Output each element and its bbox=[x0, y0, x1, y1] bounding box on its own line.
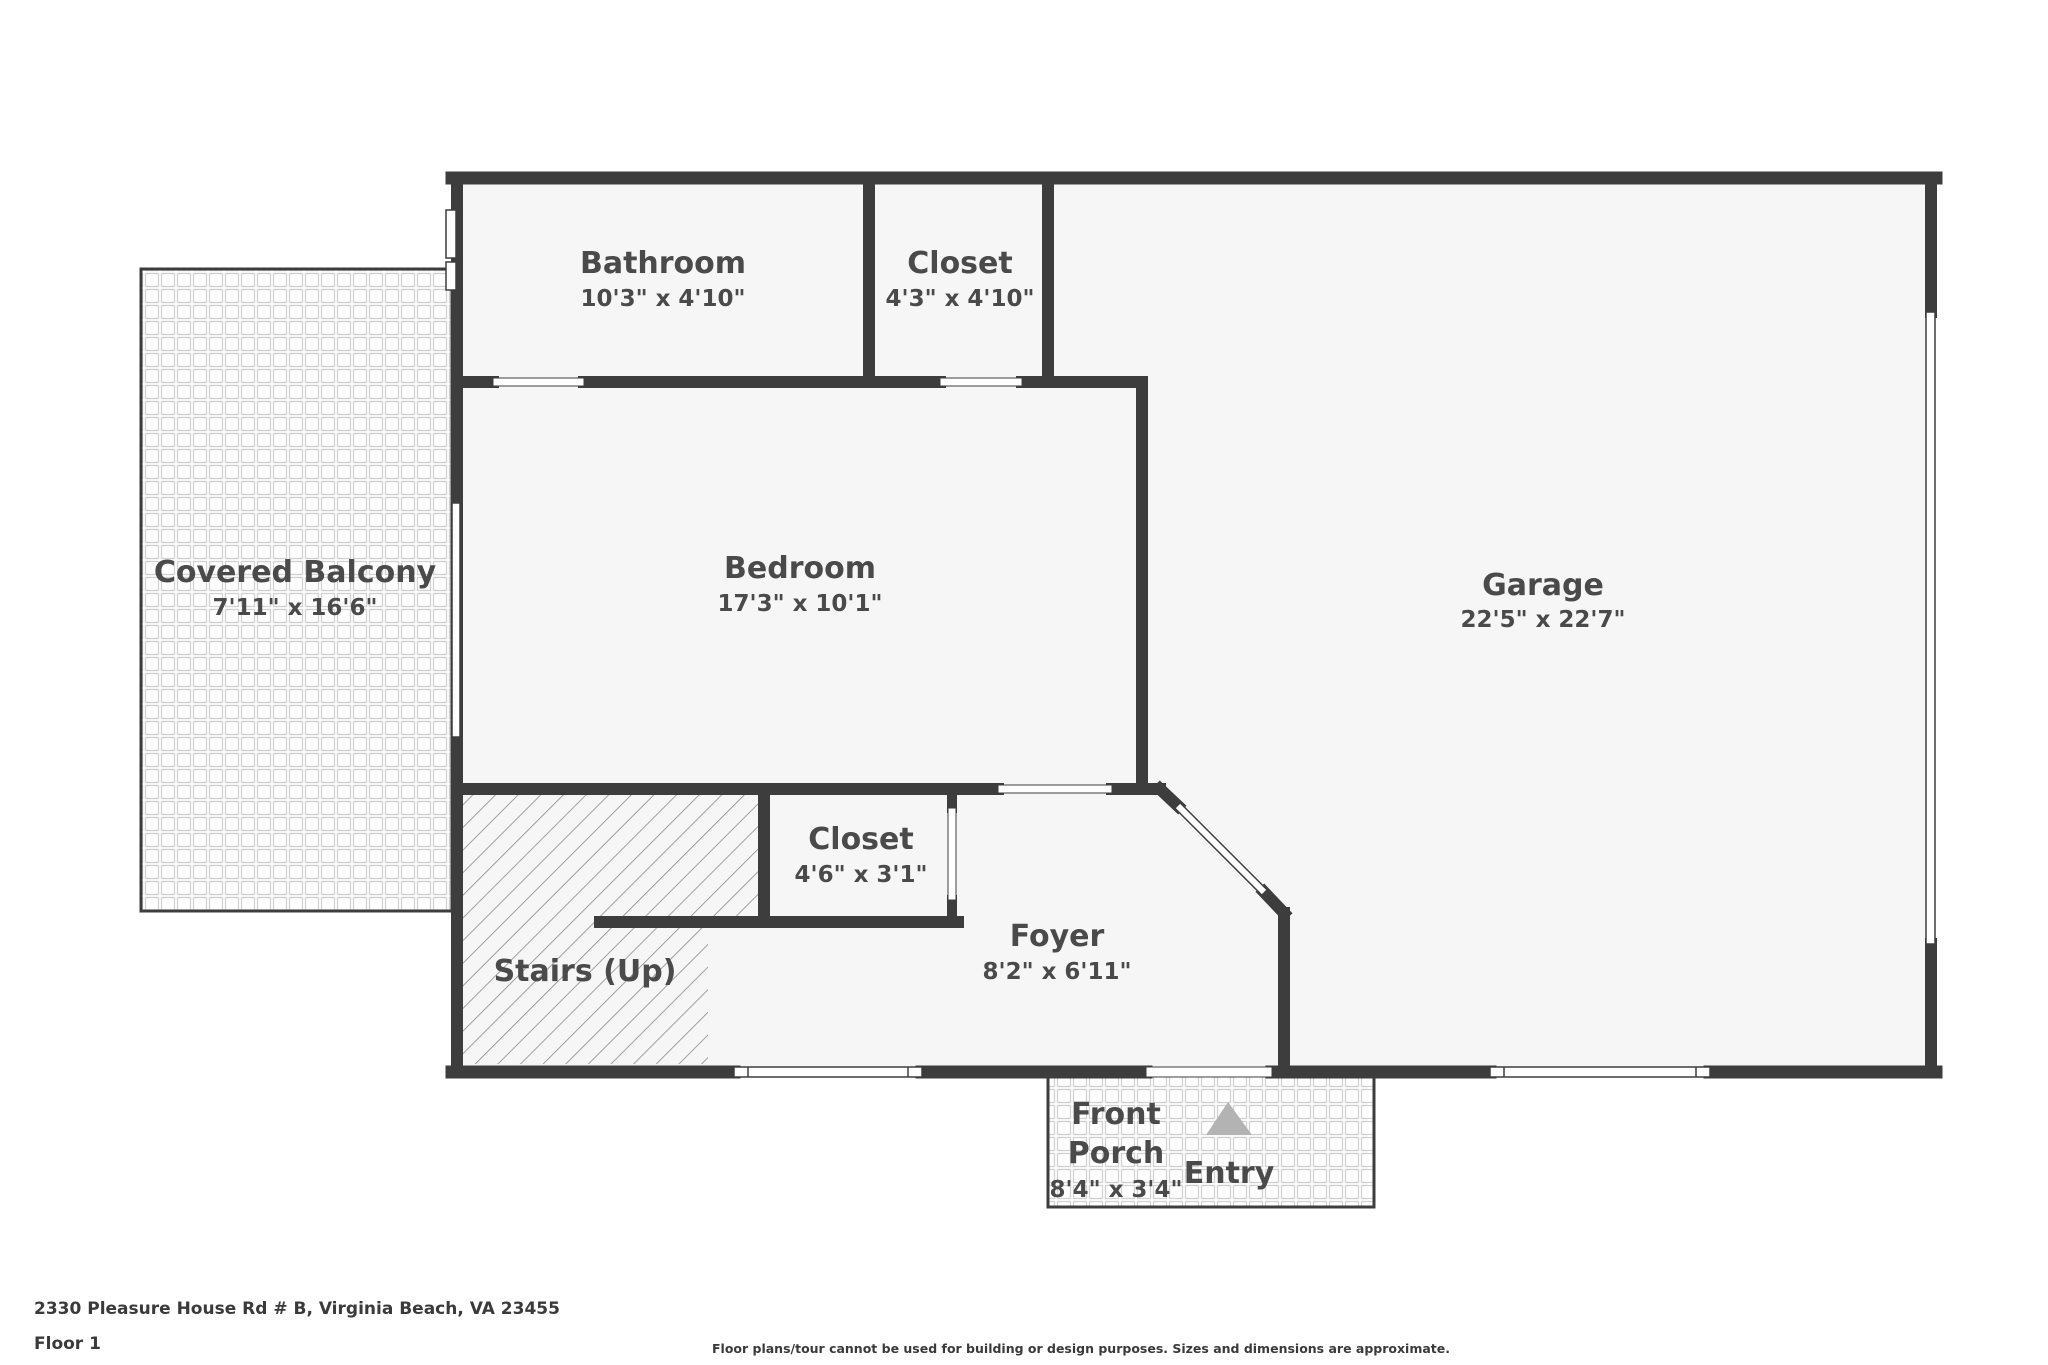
entry-label: Entry bbox=[1184, 1156, 1275, 1191]
front-porch-name-line2: Porch bbox=[1068, 1136, 1165, 1171]
foyer-name: Foyer bbox=[1010, 919, 1105, 954]
front-porch-area bbox=[1046, 1072, 1376, 1209]
closet-small-name: Closet bbox=[808, 822, 913, 857]
stairs-name: Stairs (Up) bbox=[494, 954, 677, 989]
address-text: 2330 Pleasure House Rd # B, Virginia Bea… bbox=[34, 1299, 560, 1319]
foyer-dims: 8'2" x 6'11" bbox=[983, 959, 1132, 985]
covered-balcony-dims: 7'11" x 16'6" bbox=[213, 595, 378, 621]
bathroom-name: Bathroom bbox=[580, 246, 746, 281]
bedroom-dims: 17'3" x 10'1" bbox=[718, 591, 883, 617]
garage-dims: 22'5" x 22'7" bbox=[1461, 607, 1626, 633]
bedroom-name: Bedroom bbox=[724, 551, 876, 586]
disclaimer-text: Floor plans/tour cannot be used for buil… bbox=[712, 1341, 1450, 1356]
front-porch-dims: 8'4" x 3'4" bbox=[1050, 1177, 1183, 1203]
window-segments bbox=[445, 209, 1936, 1078]
walls bbox=[445, 171, 1943, 1079]
triangle-up-icon bbox=[1206, 1102, 1252, 1135]
front-porch-name-line1: Front bbox=[1071, 1097, 1161, 1132]
interior-floor bbox=[457, 178, 1931, 1072]
closet-top-name: Closet bbox=[907, 246, 1012, 281]
bathroom-dims: 10'3" x 4'10" bbox=[581, 286, 746, 312]
covered-balcony-area bbox=[139, 267, 454, 913]
diagonal-window-inner bbox=[1175, 803, 1267, 895]
covered-balcony-name: Covered Balcony bbox=[154, 555, 437, 590]
closet-top-dims: 4'3" x 4'10" bbox=[886, 286, 1035, 312]
floor-label: Floor 1 bbox=[34, 1334, 101, 1354]
garage-name: Garage bbox=[1482, 568, 1604, 603]
closet-small-dims: 4'6" x 3'1" bbox=[795, 862, 928, 888]
